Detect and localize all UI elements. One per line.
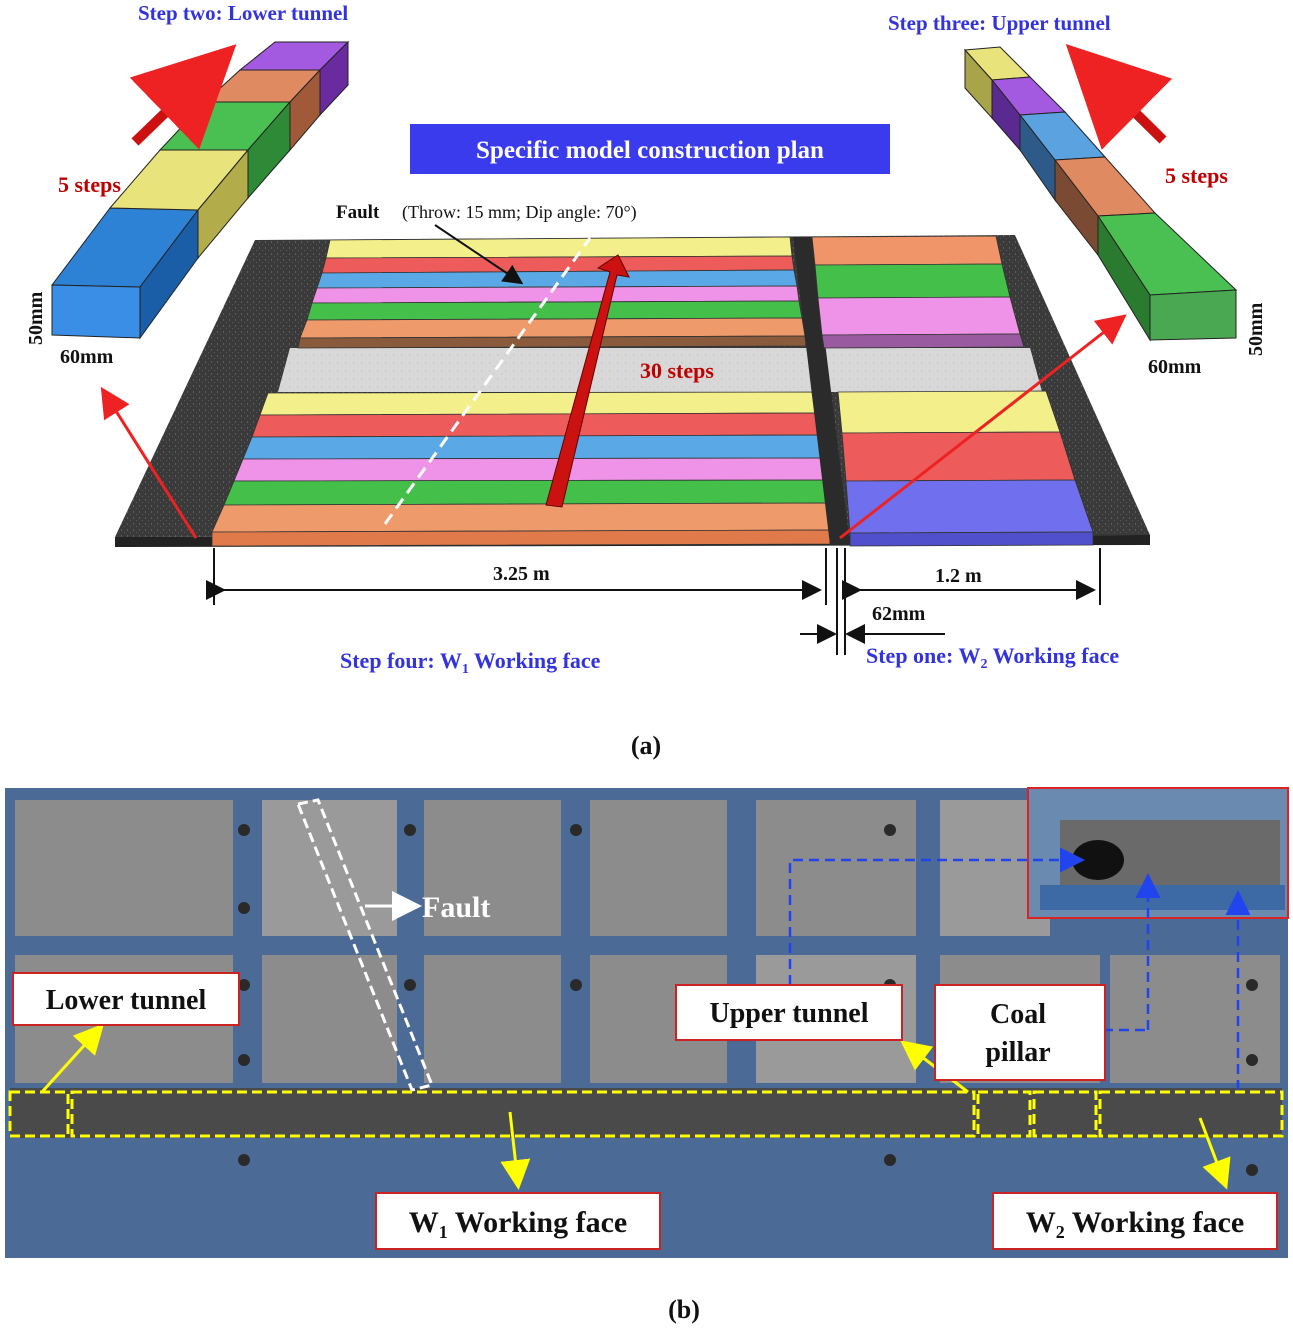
right-steps-label: 5 steps [1165,163,1228,188]
dim-left-width: 60mm [60,346,114,368]
step-three-label: Step three: Upper tunnel [888,11,1111,35]
inset-guides [788,847,1251,1090]
dim-right-height: 50mm [1245,302,1267,356]
lower-tunnel-callout: Lower tunnel [12,972,240,1026]
coal-pillar-text-2: pillar [985,1037,1050,1068]
inset-frame-bar [1040,885,1285,910]
title-text: Specific model construction plan [476,137,824,164]
30-steps-arrow [545,254,630,508]
inset-tunnel-hole [1072,840,1124,880]
upper-tunnel-text: Upper tunnel [710,998,869,1029]
title-box [410,124,890,174]
coal-pillar-callout: Coal pillar [934,984,1106,1081]
step-one-label: Step one: W2 Working face [866,643,1119,672]
fault-label-b: Fault [422,891,490,924]
lower-tunnel-pointer [100,386,198,539]
face-outlines [8,1090,1284,1138]
w2-strips [811,235,1094,547]
panel-b: Fault Lower tunnel Upper tunnel [5,787,1289,1324]
dim-w1: 3.25 m [493,563,550,585]
left-steps-label: 5 steps [58,172,121,197]
step-four-label: Step four: W1 Working face [340,648,601,677]
w1-callout: W1 Working face [375,1192,661,1250]
w1-text: W1 Working face [409,1206,627,1242]
coal-pillar-text-1: Coal [990,999,1046,1030]
dim-w2: 1.2 m [935,565,982,587]
w1-lower-strips [211,391,831,547]
w2-text: W2 Working face [1026,1206,1244,1242]
dim-left-height: 50mm [25,291,47,345]
w1-upper-strips [297,236,807,349]
fault-outline [295,798,435,1092]
left-beam-arrow [129,44,237,150]
frame-bolts [238,824,1258,1176]
center-steps-label: 30 steps [640,358,714,383]
dim-pillar: 62mm [872,603,926,625]
right-beam-arrow [1065,43,1173,150]
caption-a: (a) [631,731,661,760]
fault-line [383,237,592,525]
lower-tunnel-text: Lower tunnel [46,985,207,1016]
upper-tunnel-callout: Upper tunnel [675,984,903,1041]
upper-tunnel-pointer [839,314,1127,540]
callout-arrows [40,1023,1231,1190]
coal-pillar-strip [793,237,850,545]
dim-right-width: 60mm [1148,356,1202,378]
fault-pointer [434,224,524,285]
w2-callout: W2 Working face [992,1192,1278,1250]
fault-label: Fault [336,202,380,223]
panel-a: Specific model construction plan Step tw… [25,1,1267,760]
caption-b: (b) [668,1295,700,1324]
step-two-label: Step two: Lower tunnel [138,1,348,25]
dimension-lines [206,548,1101,655]
fault-detail: (Throw: 15 mm; Dip angle: 70°) [402,202,637,223]
